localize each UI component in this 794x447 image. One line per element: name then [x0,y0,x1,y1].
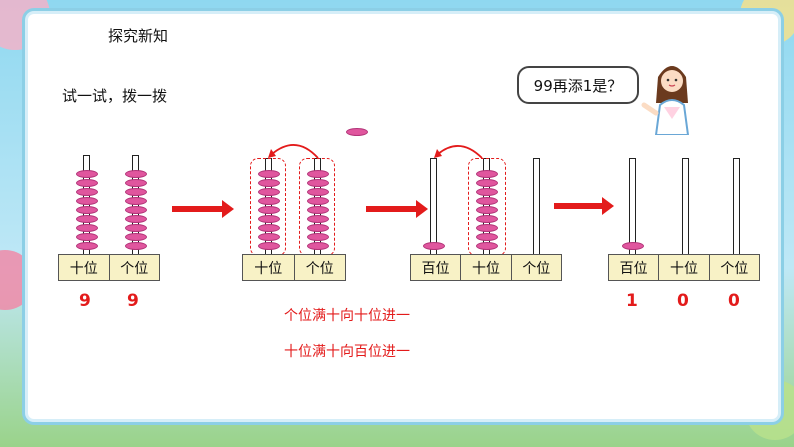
carry-arrow-icon [434,145,483,159]
abacus-bead [307,206,329,214]
abacus-bead [125,215,147,223]
abacus-bead [307,242,329,250]
place-value-base: 十位 个位 [242,254,346,281]
abacus-bead [76,233,98,241]
right-arrow-icon [366,200,428,218]
carry-rule-ones: 个位满十向十位进一 [284,308,410,324]
abacus-bead [476,242,498,250]
abacus-bead [76,206,98,214]
abacus-rod [682,158,689,255]
abacus-bead [76,242,98,250]
abacus-bead [258,206,280,214]
abacus-bead [476,233,498,241]
abacus-rod [533,158,540,255]
abacus-bead [76,179,98,187]
abacus-bead [476,170,498,178]
abacus-bead [125,233,147,241]
abacus-bead [258,188,280,196]
abacus-bead [307,197,329,205]
abacus-bead [258,215,280,223]
abacus-bead [622,242,644,250]
abacus-rod [629,158,636,255]
abacus-bead [307,188,329,196]
abacus-bead [258,233,280,241]
abacus-bead [258,224,280,232]
slide-card [28,14,778,419]
teacher-illustration [641,66,690,135]
carry-arrow-icon [268,144,319,159]
abacus-bead [476,224,498,232]
place-label-ones: 个位 [305,260,334,277]
abacus-bead [476,179,498,187]
abacus-bead [476,197,498,205]
digit-tens: 0 [677,291,689,311]
abacus-bead [258,170,280,178]
abacus-bead [423,242,445,250]
instruction-text: 试一试，拨一拨 [62,87,168,105]
abacus-bead [307,170,329,178]
digit-ones: 9 [127,291,139,311]
place-value-base: 百位 十位 个位 [410,254,562,281]
abacus-bead [307,179,329,187]
place-label-ones: 个位 [522,260,551,277]
abacus-bead [476,188,498,196]
digit-hundreds: 1 [626,291,638,311]
place-label-hundreds: 百位 [411,255,462,280]
abacus-bead [125,242,147,250]
digit-tens: 9 [79,291,91,311]
place-label-tens: 十位 [59,255,110,280]
page-title: 探究新知 [108,27,169,45]
place-value-base: 十位 个位 [58,254,160,281]
abacus-bead [125,179,147,187]
place-label-hundreds: 百位 [609,255,660,280]
abacus-bead [476,206,498,214]
abacus-bead [125,206,147,214]
abacus-bead [76,170,98,178]
place-value-base: 百位 十位 个位 [608,254,760,281]
abacus-bead [76,215,98,223]
abacus-bead [125,197,147,205]
abacus-bead [125,224,147,232]
place-label-tens: 十位 [659,255,710,280]
place-label-ones: 个位 [120,260,149,277]
abacus-bead [76,188,98,196]
abacus-bead [307,224,329,232]
abacus-bead [76,224,98,232]
abacus-bead [258,197,280,205]
moving-bead [346,128,368,136]
abacus-bead [307,233,329,241]
place-label-ones: 个位 [720,260,749,277]
abacus-bead [76,197,98,205]
right-arrow-icon [554,197,614,215]
abacus-bead [476,215,498,223]
abacus-rod [733,158,740,255]
abacus-bead [125,188,147,196]
right-arrow-icon [172,200,234,218]
abacus-rod [430,158,437,255]
carry-rule-tens: 十位满十向百位进一 [284,344,410,360]
place-label-tens: 十位 [243,255,295,280]
digit-ones: 0 [728,291,740,311]
abacus-bead [258,179,280,187]
abacus-bead [125,170,147,178]
place-label-tens: 十位 [461,255,512,280]
abacus-bead [258,242,280,250]
abacus-bead [307,215,329,223]
speech-bubble: 99再添1是？ [517,66,639,104]
